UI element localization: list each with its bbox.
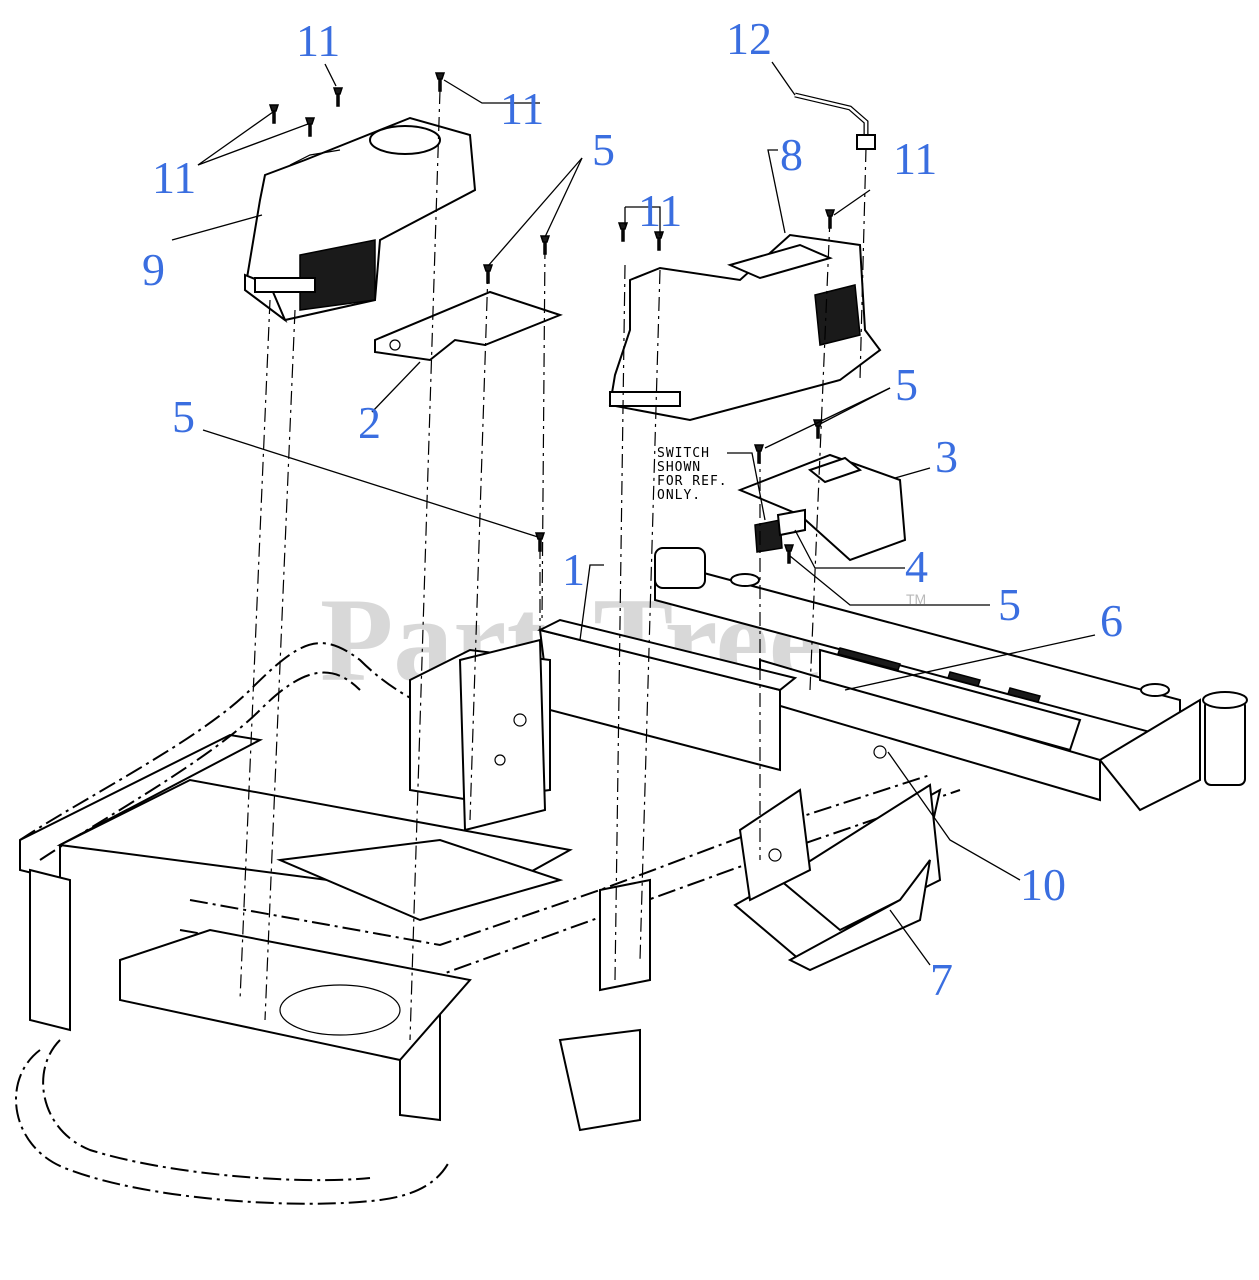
callout-8: 8 [780,129,803,180]
note-line-1: SWITCH [657,446,710,461]
bolt-icon [753,444,765,464]
screw-icon [482,264,494,284]
callout-5-left: 5 [172,391,195,442]
callout-12: 12 [726,13,772,64]
part-4-switch [754,508,806,553]
callout-11-left: 11 [152,152,196,203]
callout-11-center: 11 [638,185,682,236]
note-line-2: SHOWN [657,460,701,475]
fasteners [268,72,836,564]
callout-1: 1 [562,544,585,595]
bolt-icon [783,544,795,564]
callout-6: 6 [1100,595,1123,646]
note-line-4: ONLY. [657,488,701,503]
callout-2: 2 [358,397,381,448]
part-8-shroud [608,233,882,422]
callout-11-right: 11 [893,133,937,184]
callout-5-right: 5 [895,359,918,410]
screw-icon [304,117,316,137]
leader-lines [171,61,1096,966]
screw-icon [268,104,280,124]
screw-icon [539,235,551,255]
callout-11-top: 11 [296,15,340,66]
chassis-frame [15,547,1248,1205]
callout-7: 7 [930,954,953,1005]
note-line-3: FOR REF. [657,474,728,489]
part-2-plate [374,290,563,362]
alignment-lines [239,89,867,1041]
screw-icon [824,209,836,229]
part-12-rod [794,92,876,150]
part-7-pan [733,745,942,972]
callout-5-upper: 5 [592,124,615,175]
watermark-trademark: TM [906,591,926,607]
part-1-panel [409,618,798,832]
callout-10: 10 [1020,859,1066,910]
callout-5-lower: 5 [998,579,1021,630]
switch-reference-note: SWITCH SHOWN FOR REF. ONLY. [657,446,728,503]
callout-labels: 11 11 11 11 11 12 8 9 5 5 5 5 2 3 4 1 6 … [142,13,1123,1005]
callout-3: 3 [935,431,958,482]
callout-9: 9 [142,244,165,295]
callout-11-right-of-9: 11 [500,83,544,134]
callout-4: 4 [905,541,928,592]
switch-icon [754,519,783,553]
screw-icon [434,72,446,92]
part-9-shroud [243,116,477,324]
screw-icon [332,87,344,107]
screw-icon [617,222,629,242]
